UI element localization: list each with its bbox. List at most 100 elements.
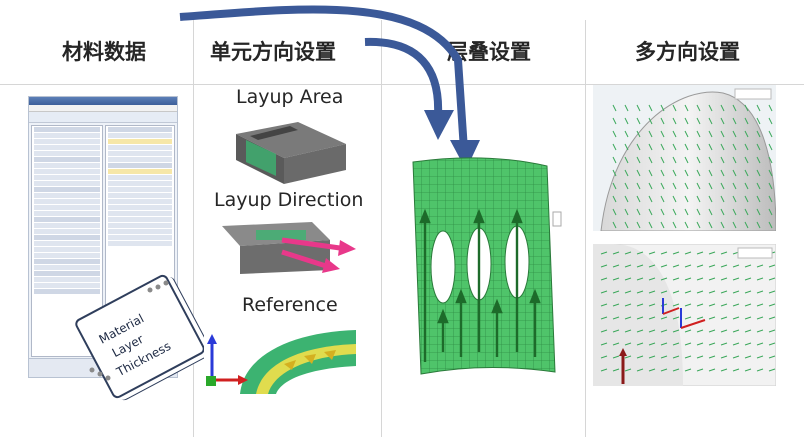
dome-orientation-tick [708, 182, 713, 190]
field-orientation-tick [696, 355, 704, 359]
mesh-direction-arrowhead [419, 208, 431, 224]
field-orientation-tick [720, 355, 728, 359]
dome-orientation-tick [732, 130, 737, 138]
field-orientation-tick [756, 355, 764, 359]
dome-orientation-tick [732, 143, 737, 151]
field-orientation-tick [648, 342, 656, 346]
field-orientation-tick [732, 264, 740, 268]
field-orientation-tick [636, 316, 644, 320]
field-orientation-tick [732, 290, 740, 294]
dome-orientation-tick [720, 195, 725, 203]
dome-orientation-tick [696, 156, 701, 164]
field-orientation-tick [612, 342, 620, 346]
dome-orientation-tick [768, 221, 773, 229]
dome-orientation-tick [648, 130, 653, 138]
field-orientation-tick [696, 264, 704, 268]
dome-orientation-tick [624, 143, 629, 151]
dome-orientation-tick [624, 104, 629, 112]
field-orientation-tick [660, 355, 668, 359]
field-orientation-tick [624, 303, 632, 307]
dome-orientation-tick [756, 143, 761, 151]
field-orientation-tick [624, 264, 632, 268]
field-orientation-tick [600, 303, 608, 307]
field-orientation-tick [636, 290, 644, 294]
field-orientation-tick [756, 290, 764, 294]
dome-orientation-tick [612, 169, 617, 177]
field-orientation-tick [744, 368, 752, 372]
field-orientation-tick [636, 251, 644, 255]
field-orientation-tick [660, 251, 668, 255]
field-orientation-tick [636, 355, 644, 359]
dome-orientation-tick [672, 143, 677, 151]
dome-orientation-tick [744, 221, 749, 229]
field-orientation-tick [744, 277, 752, 281]
dome-orientation-tick [624, 182, 629, 190]
field-orientation-tick [612, 277, 620, 281]
dome-orientation-tick [648, 208, 653, 216]
flow-arrow-outer-head [450, 140, 480, 170]
field-orientation-tick [612, 264, 620, 268]
dome-orientation-tick [744, 182, 749, 190]
dome-orientation-tick [696, 117, 701, 125]
field-orientation-tick [600, 342, 608, 346]
dome-orientation-tick [648, 169, 653, 177]
field-orientation-tick [624, 316, 632, 320]
field-orientation-tick [660, 277, 668, 281]
dome-orientation-tick [660, 130, 665, 138]
dome-orientation-tick [720, 104, 725, 112]
field-orientation-tick [756, 329, 764, 333]
dome-orientation-tick [624, 221, 629, 229]
dome-orientation-tick [756, 104, 761, 112]
field-orientation-tick [744, 303, 752, 307]
field-orientation-tick [768, 316, 776, 320]
dome-orientation-tick [624, 169, 629, 177]
field-orientation-tick [672, 251, 680, 255]
field-orientation-tick [708, 264, 716, 268]
layup-mesh-image [405, 152, 565, 377]
dome-orientation-tick [648, 143, 653, 151]
field-orientation-tick [732, 342, 740, 346]
dome-orientation-tick [768, 195, 773, 203]
field-orientation-tick [672, 368, 680, 372]
field-orientation-tick [708, 342, 716, 346]
field-orientation-tick [756, 303, 764, 307]
dome-orientation-tick [612, 221, 617, 229]
dome-orientation-tick [708, 117, 713, 125]
field-orientation-tick [600, 290, 608, 294]
dome-orientation-tick [732, 104, 737, 112]
dome-orientation-tick [672, 208, 677, 216]
dome-orientation-tick [612, 130, 617, 138]
dome-orientation-tick [744, 169, 749, 177]
dome-orientation-tick [744, 143, 749, 151]
field-orientation-tick [768, 303, 776, 307]
dome-orientation-tick [672, 195, 677, 203]
dome-orientation-tick [732, 156, 737, 164]
dome-orientation-tick [756, 182, 761, 190]
dome-orientation-tick [720, 156, 725, 164]
field-orientation-tick [636, 329, 644, 333]
dome-orientation-tick [672, 117, 677, 125]
dome-orientation-tick [732, 221, 737, 229]
field-orientation-tick [612, 290, 620, 294]
dome-orientation-tick [624, 130, 629, 138]
field-orientation-tick [648, 329, 656, 333]
dome-orientation-tick [696, 182, 701, 190]
field-orientation-tick [660, 264, 668, 268]
field-orientation-tick [648, 277, 656, 281]
field-orientation-tick [696, 251, 704, 255]
dome-orientation-tick [768, 117, 773, 125]
column-title-element-orientation: 单元方向设置 [210, 40, 336, 64]
dome-orientation-tick [636, 182, 641, 190]
dome-orientation-tick [696, 208, 701, 216]
field-orientation-tick [732, 277, 740, 281]
field-orientation-tick [684, 342, 692, 346]
column-title-multi-orientation: 多方向设置 [635, 40, 740, 64]
dome-orientation-tick [732, 169, 737, 177]
label-layup-area: Layup Area [236, 86, 344, 108]
dome-orientation-tick [672, 169, 677, 177]
field-orientation-tick [756, 264, 764, 268]
field-orientation-tick [672, 342, 680, 346]
field-orientation-tick [648, 368, 656, 372]
mesh-direction-arrowhead [511, 208, 523, 224]
